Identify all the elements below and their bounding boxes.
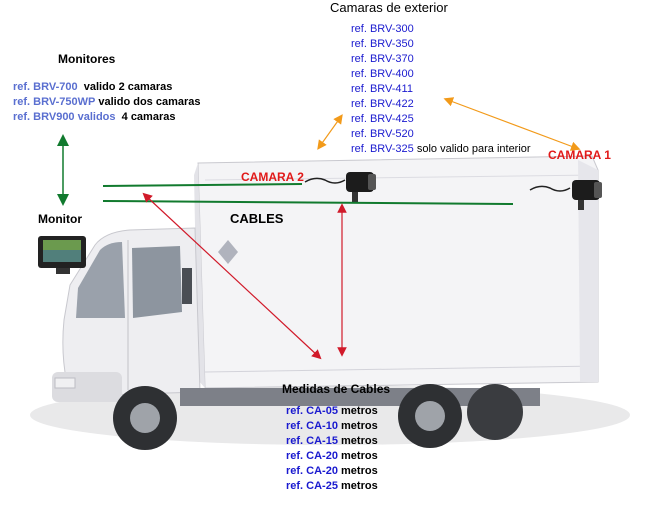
camera-ref-interior: ref. BRV-325 solo valido para interior <box>351 142 531 157</box>
cable-ref: ref. CA-15 <box>286 435 338 447</box>
cable-lengths-list: ref. CA-05 metros ref. CA-10 metros ref.… <box>286 404 378 494</box>
camera-ref: ref. BRV-325 <box>351 143 414 155</box>
camera1-orange-arrow <box>443 97 581 151</box>
cable-unit: metros <box>341 435 378 447</box>
camera-ref: ref. BRV-520 <box>351 128 414 140</box>
cable-ref: ref. CA-10 <box>286 420 338 432</box>
monitors-title: Monitores <box>58 52 116 66</box>
cable-item: ref. CA-25 metros <box>286 479 378 494</box>
cable-unit: metros <box>341 465 378 477</box>
camera2-orange-arrow <box>317 114 343 150</box>
camera-2-label: CAMARA 2 <box>241 170 304 184</box>
cable-lengths-title: Medidas de Cables <box>282 382 391 396</box>
cable-item: ref. CA-10 metros <box>286 419 378 434</box>
cable-line-lower <box>102 200 514 205</box>
cable-line-upper <box>102 183 303 187</box>
monitor-ref: ref. BRV-700 <box>13 81 78 93</box>
camera-ref: ref. BRV-350 <box>351 38 414 50</box>
cable-unit: metros <box>341 450 378 462</box>
camera-ref: ref. BRV-422 <box>351 98 414 110</box>
monitor-label: Monitor <box>38 212 82 226</box>
monitor-desc: valido dos camaras <box>98 96 201 108</box>
cable-unit: metros <box>341 480 378 492</box>
cable-unit: metros <box>341 420 378 432</box>
cable-diagonal-arrow <box>142 192 322 360</box>
monitor-item: ref. BRV-750WP valido dos camaras <box>13 95 201 110</box>
cable-ref: ref. CA-25 <box>286 480 338 492</box>
monitor-ref: ref. BRV900 validos <box>13 111 116 123</box>
camera-ref: ref. BRV-300 <box>351 23 414 35</box>
cable-item: ref. CA-05 metros <box>286 404 378 419</box>
cable-item: ref. CA-20 metros <box>286 464 378 479</box>
camera-ref: ref. BRV-400 <box>351 68 414 80</box>
interior-note: solo valido para interior <box>416 143 531 155</box>
monitor-desc: valido 2 camaras <box>83 81 173 93</box>
exterior-cameras-title: Camaras de exterior <box>330 0 448 15</box>
camera-1-label: CAMARA 1 <box>548 148 611 162</box>
cable-ref: ref. CA-20 <box>286 465 338 477</box>
cable-ref: ref. CA-20 <box>286 450 338 462</box>
cable-item: ref. CA-15 metros <box>286 434 378 449</box>
monitor-desc: 4 camaras <box>121 111 176 123</box>
camera-ref: ref. BRV-411 <box>351 83 413 95</box>
cables-label: CABLES <box>230 211 284 226</box>
monitor-item: ref. BRV900 validos 4 camaras <box>13 110 201 125</box>
cable-item: ref. CA-20 metros <box>286 449 378 464</box>
cable-unit: metros <box>341 405 378 417</box>
monitor-ref: ref. BRV-750WP <box>13 96 96 108</box>
camera-ref: ref. BRV-425 <box>351 113 414 125</box>
camera-ref: ref. BRV-370 <box>351 53 414 65</box>
monitor-item: ref. BRV-700 valido 2 camaras <box>13 80 201 95</box>
exterior-cameras-list: ref. BRV-300 ref. BRV-350 ref. BRV-370 r… <box>351 22 531 157</box>
monitors-list: ref. BRV-700 valido 2 camaras ref. BRV-7… <box>13 80 201 125</box>
cable-ref: ref. CA-05 <box>286 405 338 417</box>
